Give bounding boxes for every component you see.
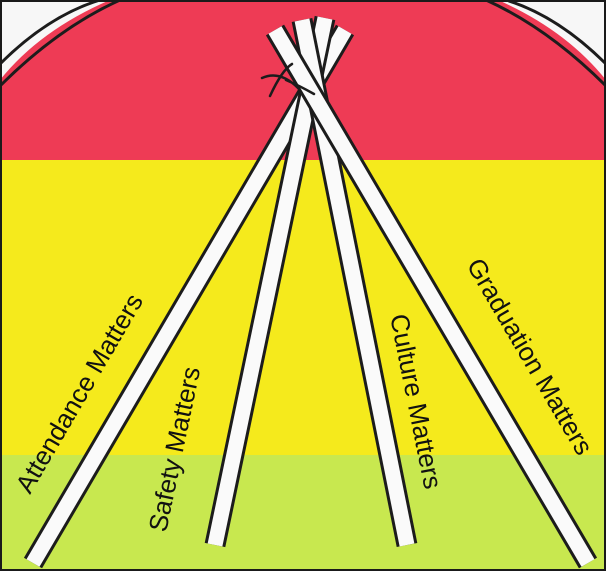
tipi-illustration: Attendance Matters Safety Matters Cultur… [0, 0, 606, 571]
